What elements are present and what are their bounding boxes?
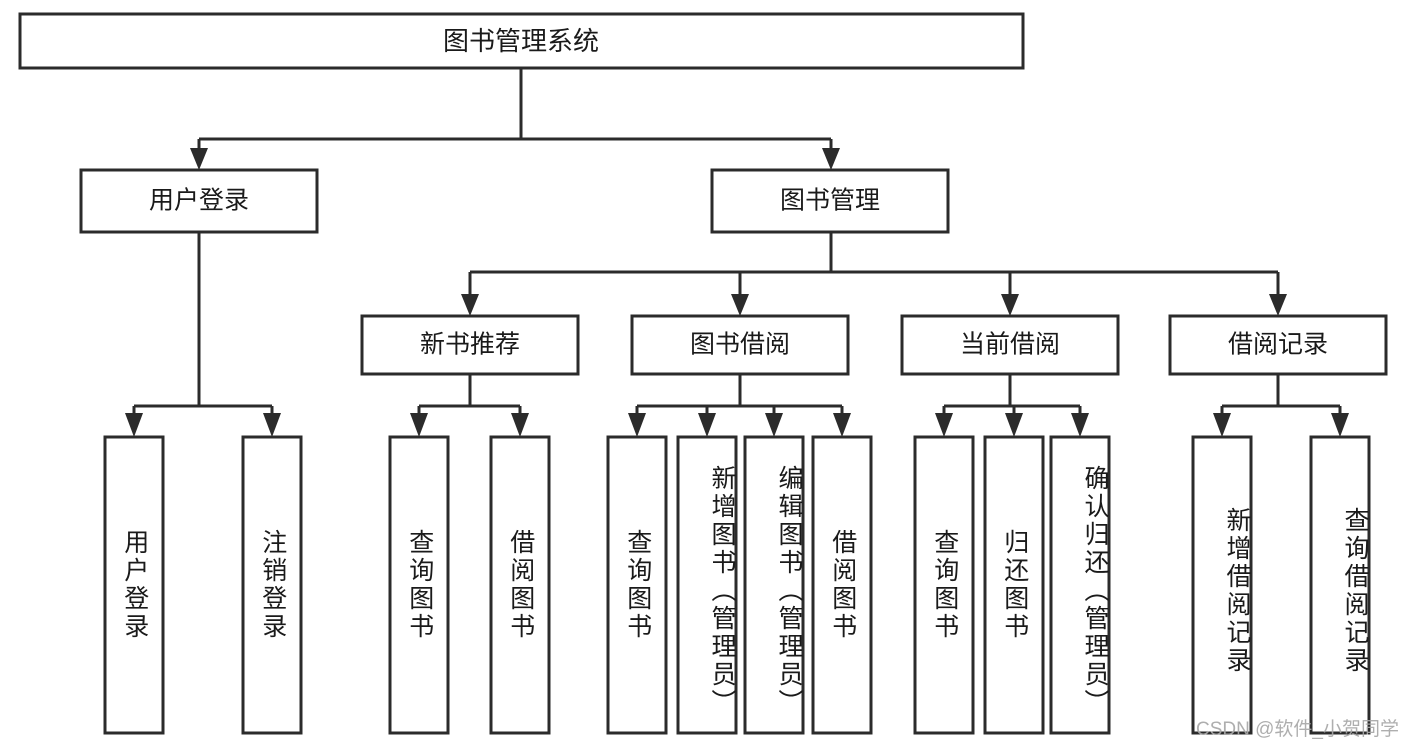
connectors-root-to-level2 <box>190 68 840 170</box>
arrow-head-book-manage <box>822 148 840 170</box>
connectors-user-login-to-leaves <box>125 232 281 437</box>
arrow-head-cb-leaf-3 <box>1071 413 1089 437</box>
arrow-head-ul-leaf-1 <box>125 413 143 437</box>
connectors-current-borrow-to-leaves <box>935 374 1089 437</box>
leaf-box-query-book-cb[interactable] <box>913 435 975 735</box>
node-borrow-record-label: 借阅记录 <box>1228 331 1328 359</box>
node-root-label: 图书管理系统 <box>443 26 599 56</box>
node-root-box[interactable] <box>18 12 1025 70</box>
arrow-head-nb-leaf-1 <box>410 413 428 437</box>
arrow-head-bb-leaf-2 <box>698 413 716 437</box>
connectors-book-manage-to-level3 <box>461 232 1287 316</box>
leaf-boxes <box>103 435 1371 735</box>
node-book-manage-label: 图书管理 <box>780 187 880 215</box>
arrow-head-user-login <box>190 148 208 170</box>
node-book-manage-box[interactable] <box>710 168 950 234</box>
leaf-box-borrow-book-bb[interactable] <box>811 435 873 735</box>
arrow-head-book-borrow <box>731 294 749 316</box>
node-book-borrow-box[interactable] <box>630 314 850 376</box>
node-current-borrow[interactable]: 当前借阅 <box>900 314 1120 376</box>
arrow-head-bb-leaf-3 <box>765 413 783 437</box>
arrow-head-borrow-record <box>1269 294 1287 316</box>
leaf-box-edit-book-admin[interactable] <box>743 435 805 735</box>
leaf-box-user-login[interactable] <box>103 435 165 735</box>
connectors-borrow-record-to-leaves <box>1213 374 1349 437</box>
arrow-head-nb-leaf-2 <box>511 413 529 437</box>
node-user-login-label: 用户登录 <box>149 187 249 215</box>
leaf-box-borrow-book-nb[interactable] <box>489 435 551 735</box>
node-new-book-recommend-label: 新书推荐 <box>420 331 520 359</box>
leaf-box-confirm-return-admin[interactable] <box>1049 435 1111 735</box>
node-new-book-recommend[interactable]: 新书推荐 <box>360 314 580 376</box>
csdn-watermark: CSDN @软件_小贺同学 <box>1196 719 1399 740</box>
arrow-head-bb-leaf-1 <box>628 413 646 437</box>
leaf-box-query-borrow-record[interactable] <box>1309 435 1371 735</box>
leaf-box-query-book-nb[interactable] <box>388 435 450 735</box>
arrow-head-br-leaf-1 <box>1213 413 1231 437</box>
node-borrow-record[interactable]: 借阅记录 <box>1168 314 1388 376</box>
connectors-book-borrow-to-leaves <box>628 374 851 437</box>
node-book-manage[interactable]: 图书管理 <box>710 168 950 234</box>
leaf-box-return-book[interactable] <box>983 435 1045 735</box>
arrow-head-bb-leaf-4 <box>833 413 851 437</box>
node-user-login[interactable]: 用户登录 <box>79 168 319 234</box>
arrow-head-current-borrow <box>1001 294 1019 316</box>
arrow-head-br-leaf-2 <box>1331 413 1349 437</box>
arrow-head-ul-leaf-2 <box>263 413 281 437</box>
leaf-box-query-book-bb[interactable] <box>606 435 668 735</box>
node-borrow-record-box[interactable] <box>1168 314 1388 376</box>
node-book-borrow-label: 图书借阅 <box>690 331 790 359</box>
leaf-box-add-borrow-record[interactable] <box>1191 435 1253 735</box>
node-current-borrow-label: 当前借阅 <box>960 331 1060 359</box>
leaf-box-logout-login[interactable] <box>241 435 303 735</box>
arrow-head-cb-leaf-2 <box>1005 413 1023 437</box>
node-root[interactable]: 图书管理系统 <box>18 12 1025 70</box>
connectors-new-book-to-leaves <box>410 374 529 437</box>
node-user-login-box[interactable] <box>79 168 319 234</box>
node-book-borrow[interactable]: 图书借阅 <box>630 314 850 376</box>
node-current-borrow-box[interactable] <box>900 314 1120 376</box>
arrow-head-cb-leaf-1 <box>935 413 953 437</box>
leaf-box-add-book-admin[interactable] <box>676 435 738 735</box>
arrow-head-new-book <box>461 294 479 316</box>
node-new-book-recommend-box[interactable] <box>360 314 580 376</box>
